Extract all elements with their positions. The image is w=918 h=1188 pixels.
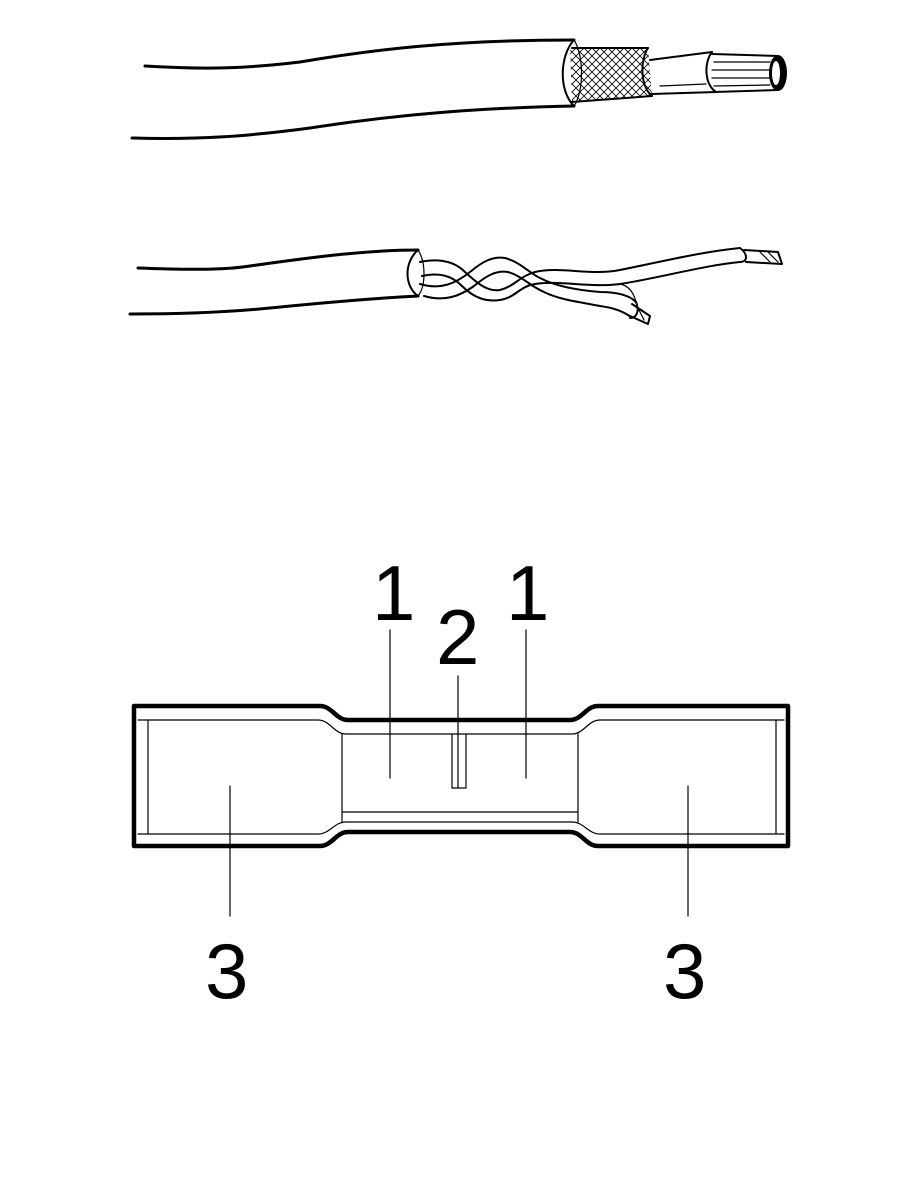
callout-3-left: 3 (205, 927, 248, 1015)
twisted-jacket-lower (128, 294, 420, 316)
twisted-wires (419, 247, 783, 325)
splice-outer-shell (131, 703, 791, 849)
callout-1-right: 1 (506, 549, 549, 637)
callout-2: 2 (436, 593, 479, 681)
twisted-jacket (136, 248, 420, 271)
shielded-cable-figure (130, 38, 787, 140)
wire-stop (451, 733, 467, 789)
braid-shield (570, 47, 653, 103)
callout-3-right: 3 (663, 927, 706, 1015)
cable-jacket-lower (130, 104, 576, 140)
cable-jacket (143, 38, 576, 70)
twisted-pair-figure (128, 247, 783, 325)
butt-splice-figure (131, 629, 791, 917)
inner-insulation (649, 51, 717, 95)
callout-1-left: 1 (372, 549, 415, 637)
conductor-strands (711, 53, 787, 93)
